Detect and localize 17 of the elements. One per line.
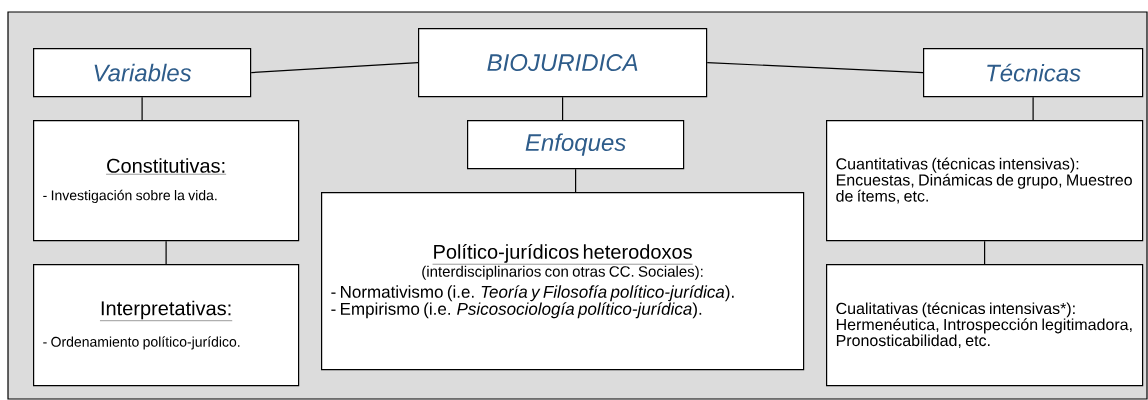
connector-line	[575, 168, 577, 193]
connector-line	[1032, 96, 1034, 121]
category-box: Técnicas	[923, 48, 1144, 98]
technique-box: Cualitativas (técnicas intensivas*): Hermenéutica, Introspección legitimadora, Pronosticabilidad, etc.	[826, 264, 1144, 387]
technique-box: Cuantitativas (técnicas intensivas): Encuestas, Dinámicas de grupo, Muestreo de ítems, etc.	[826, 120, 1144, 242]
category-box: Variables	[33, 48, 252, 98]
connector-line	[706, 62, 924, 74]
variable-box: Interpretativas: - Ordenamiento político-jurídico.	[33, 264, 300, 387]
approach-box: Político-jurídicos heterodoxos (interdisciplinarios con otras CC. Sociales): - Normativismo (i.e. Teoría y Filosofía político-jurídica). - Empirismo (i.e. Psicosociología político-jurídica).	[321, 192, 805, 371]
connector-line	[141, 96, 143, 121]
category-box: Enfoques	[467, 120, 685, 170]
title-box: BIOJURIDICA	[418, 28, 708, 98]
connector-line	[984, 240, 986, 265]
connector-line	[562, 96, 564, 121]
variable-box: Constitutivas: - Investigación sobre la vida.	[33, 120, 300, 242]
connector-line	[250, 62, 419, 74]
connector-line	[165, 240, 167, 265]
